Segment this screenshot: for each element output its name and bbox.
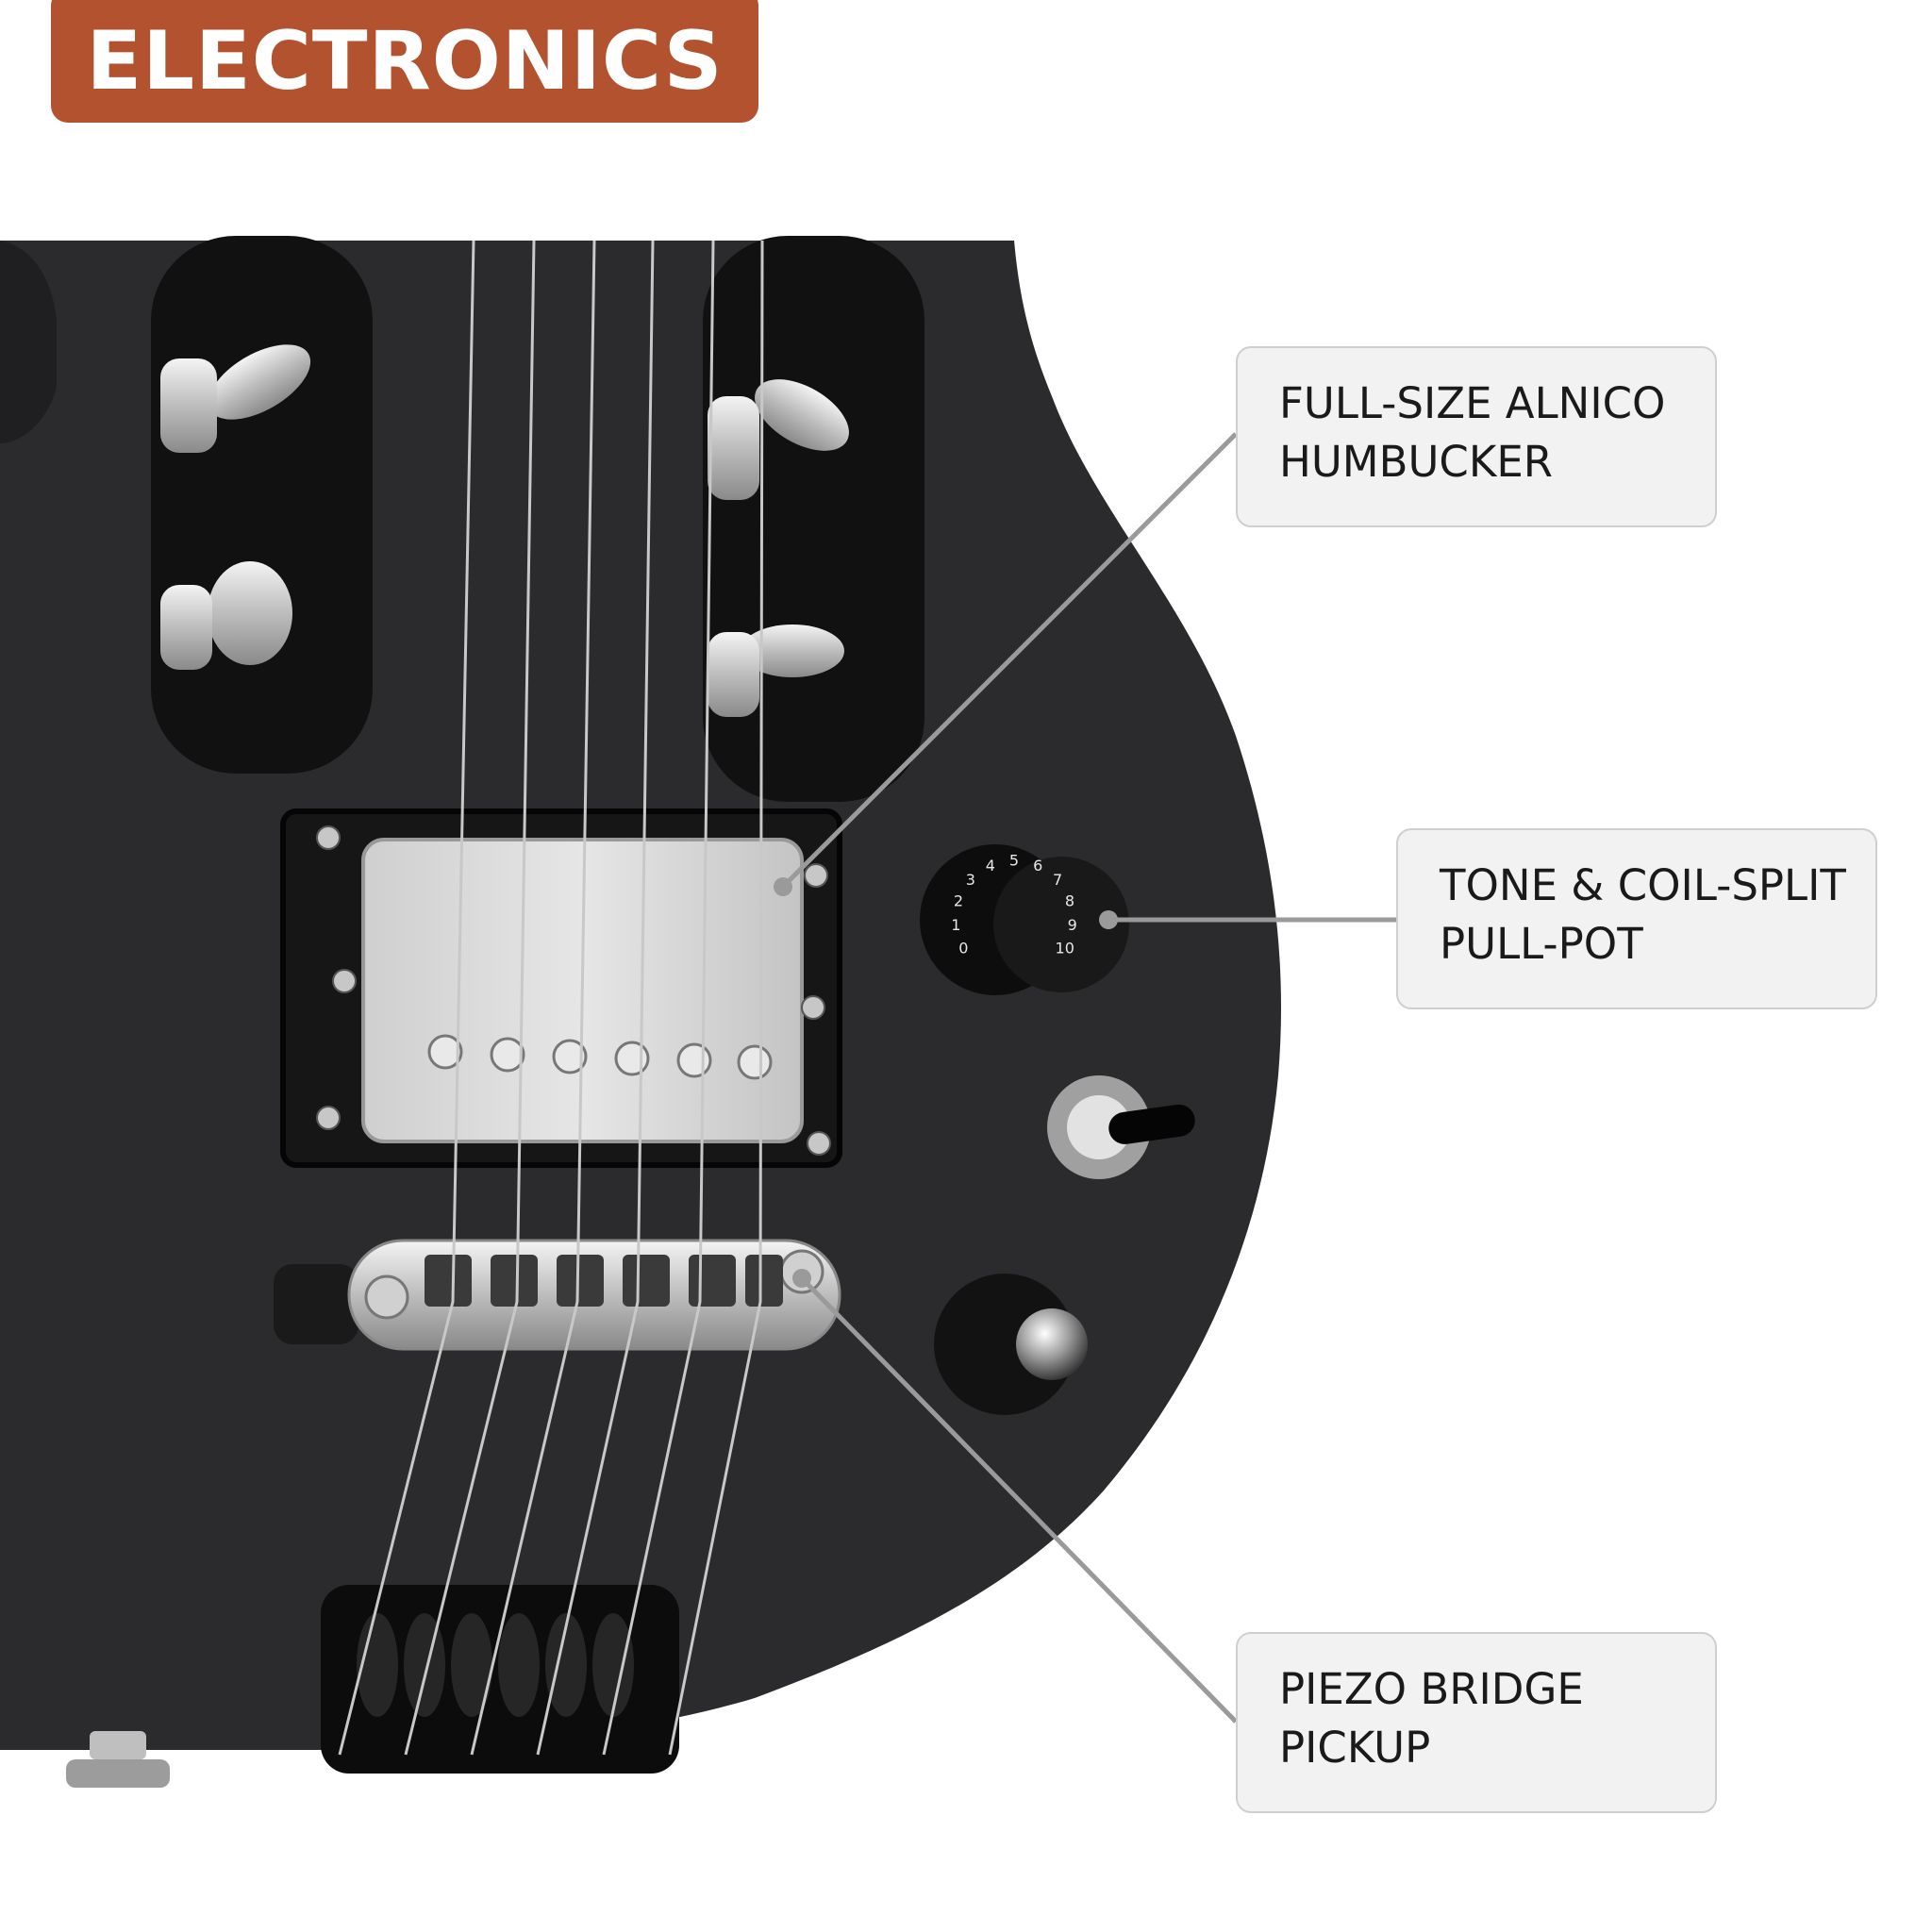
tuner-slot-left <box>151 236 373 774</box>
volume-knob <box>934 1274 1088 1415</box>
tone-knob-number: 1 <box>951 916 960 934</box>
callout-tone-line2: PULL-POT <box>1440 919 1643 969</box>
leader-dots <box>774 877 1118 1288</box>
tone-knob-number: 10 <box>1056 940 1074 958</box>
tone-knob-number: 9 <box>1068 916 1077 934</box>
tone-knob-number: 6 <box>1033 857 1042 874</box>
tone-knob-number: 7 <box>1053 871 1062 889</box>
callout-piezo: PIEZO BRIDGE PICKUP <box>1236 1632 1717 1813</box>
tone-knob-number: 8 <box>1065 891 1074 909</box>
callout-tone-pot: TONE & COIL-SPLIT PULL-POT <box>1396 828 1877 1009</box>
callout-piezo-line2: PICKUP <box>1279 1723 1431 1773</box>
tone-knob-number: 0 <box>958 940 968 958</box>
callout-humbucker: FULL-SIZE ALNICO HUMBUCKER <box>1236 346 1717 527</box>
tuner-keys <box>160 344 849 717</box>
callout-humbucker-line1: FULL-SIZE ALNICO <box>1279 378 1666 428</box>
ring-screws <box>316 825 831 1156</box>
body-edge-left <box>0 241 57 443</box>
toggle-switch <box>1047 1075 1195 1179</box>
callout-tone-line1: TONE & COIL-SPLIT <box>1440 860 1846 910</box>
callout-piezo-line1: PIEZO BRIDGE <box>1279 1664 1584 1714</box>
tone-knob-number: 5 <box>1009 852 1019 870</box>
leader-lines <box>781 432 1396 1724</box>
tone-knob-number: 2 <box>954 891 963 909</box>
section-banner: ELECTRONICS <box>51 0 758 123</box>
tone-knob-number: 4 <box>986 857 995 874</box>
strap-button <box>66 1731 170 1788</box>
tone-knob-number: 3 <box>966 871 975 889</box>
callout-humbucker-line2: HUMBUCKER <box>1279 437 1554 487</box>
section-title: ELECTRONICS <box>86 14 724 108</box>
bridge <box>274 1239 841 1351</box>
strings <box>338 240 764 1756</box>
